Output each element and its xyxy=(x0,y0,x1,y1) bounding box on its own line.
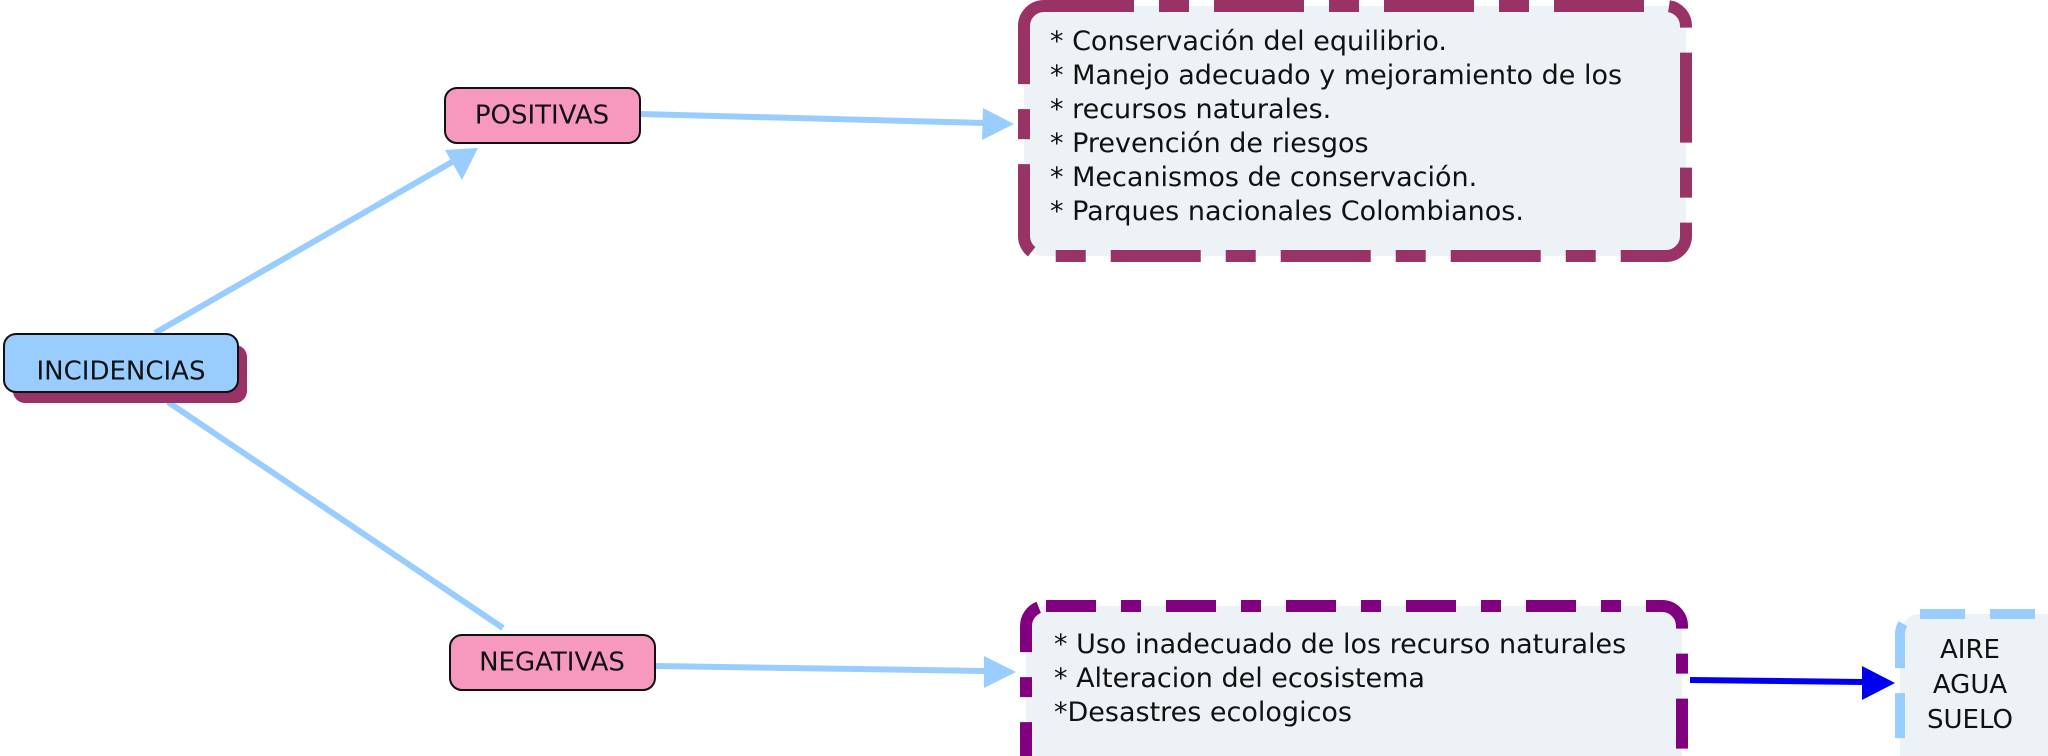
resource-line: AGUA xyxy=(1933,670,2008,700)
detail-line: * recursos naturales. xyxy=(1050,94,1331,125)
connector-positive-details xyxy=(639,108,1014,140)
detail-line: * Prevención de riesgos xyxy=(1050,128,1369,159)
connector-negative-resources xyxy=(1689,666,1895,700)
node-positive-details[interactable]: * Conservación del equilibrio. * Manejo … xyxy=(1018,0,1692,262)
connector-root-negative xyxy=(166,399,505,631)
detail-line: * Manejo adecuado y mejoramiento de los xyxy=(1050,60,1622,91)
node-label: INCIDENCIAS xyxy=(37,357,206,387)
arrowhead-icon xyxy=(982,108,1014,140)
resource-line: AIRE xyxy=(1940,635,2000,665)
detail-line: * Conservación del equilibrio. xyxy=(1050,26,1447,57)
detail-line: * Mecanismos de conservación. xyxy=(1050,162,1477,193)
detail-line: * Alteracion del ecosistema xyxy=(1054,663,1425,694)
connector-root-positive xyxy=(153,148,478,336)
node-positivas[interactable]: POSITIVAS xyxy=(444,87,641,144)
detail-line: * Parques nacionales Colombianos. xyxy=(1050,196,1524,227)
node-incidencias[interactable]: INCIDENCIAS xyxy=(3,333,247,403)
detail-line: *Desastres ecologicos xyxy=(1054,697,1352,728)
arrowhead-icon xyxy=(445,148,478,180)
arrowhead-icon xyxy=(1862,666,1895,700)
connector-negative-details xyxy=(654,656,1016,688)
node-resources[interactable]: AIRE AGUA SUELO xyxy=(1895,609,2048,756)
detail-line: * Uso inadecuado de los recurso naturale… xyxy=(1054,629,1626,660)
node-label: POSITIVAS xyxy=(475,101,609,131)
node-negativas[interactable]: NEGATIVAS xyxy=(449,634,656,691)
resource-line: SUELO xyxy=(1927,705,2013,735)
node-label: NEGATIVAS xyxy=(479,648,625,678)
node-negative-details[interactable]: * Uso inadecuado de los recurso naturale… xyxy=(1020,600,1688,756)
arrowhead-icon xyxy=(984,656,1016,688)
